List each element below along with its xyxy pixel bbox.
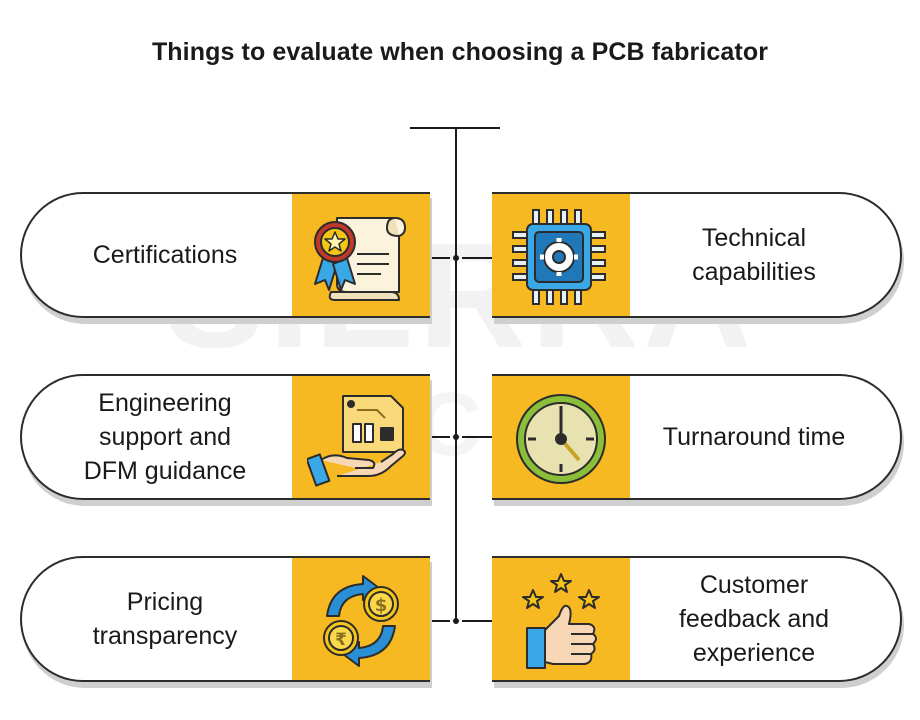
card-certifications: Certifications (20, 192, 430, 318)
hand-holding-pcb-icon (307, 395, 406, 487)
svg-text:$: $ (375, 595, 388, 616)
currency-exchange-icon: $ ₹ (323, 575, 399, 667)
thumbs-up-stars-icon (522, 573, 600, 669)
card-turnaround-time: Turnaround time (492, 374, 902, 500)
card-customer-feedback: Customer feedback and experience (492, 556, 902, 682)
card-label: Pricing transparency (92, 588, 238, 650)
card-label: Engineering support and DFM guidance (83, 389, 247, 485)
card-engineering-support: Engineering support and DFM guidance (20, 374, 430, 500)
icon-tile (292, 558, 430, 680)
chip-gear-icon (512, 209, 606, 305)
svg-text:₹: ₹ (335, 630, 347, 650)
certificate-scroll-icon (314, 217, 406, 301)
card-label: Certifications (92, 241, 238, 269)
card-label: Technical capabilities (692, 224, 816, 286)
diagram-title: Things to evaluate when choosing a PCB f… (151, 38, 769, 66)
clock-icon (516, 394, 606, 484)
card-technical-capabilities: Technical capabilities (492, 192, 902, 318)
card-label: Turnaround time (662, 423, 846, 451)
card-pricing-transparency: Pricing transparency $ ₹ (20, 556, 430, 682)
card-label: Customer feedback and experience (678, 571, 830, 667)
